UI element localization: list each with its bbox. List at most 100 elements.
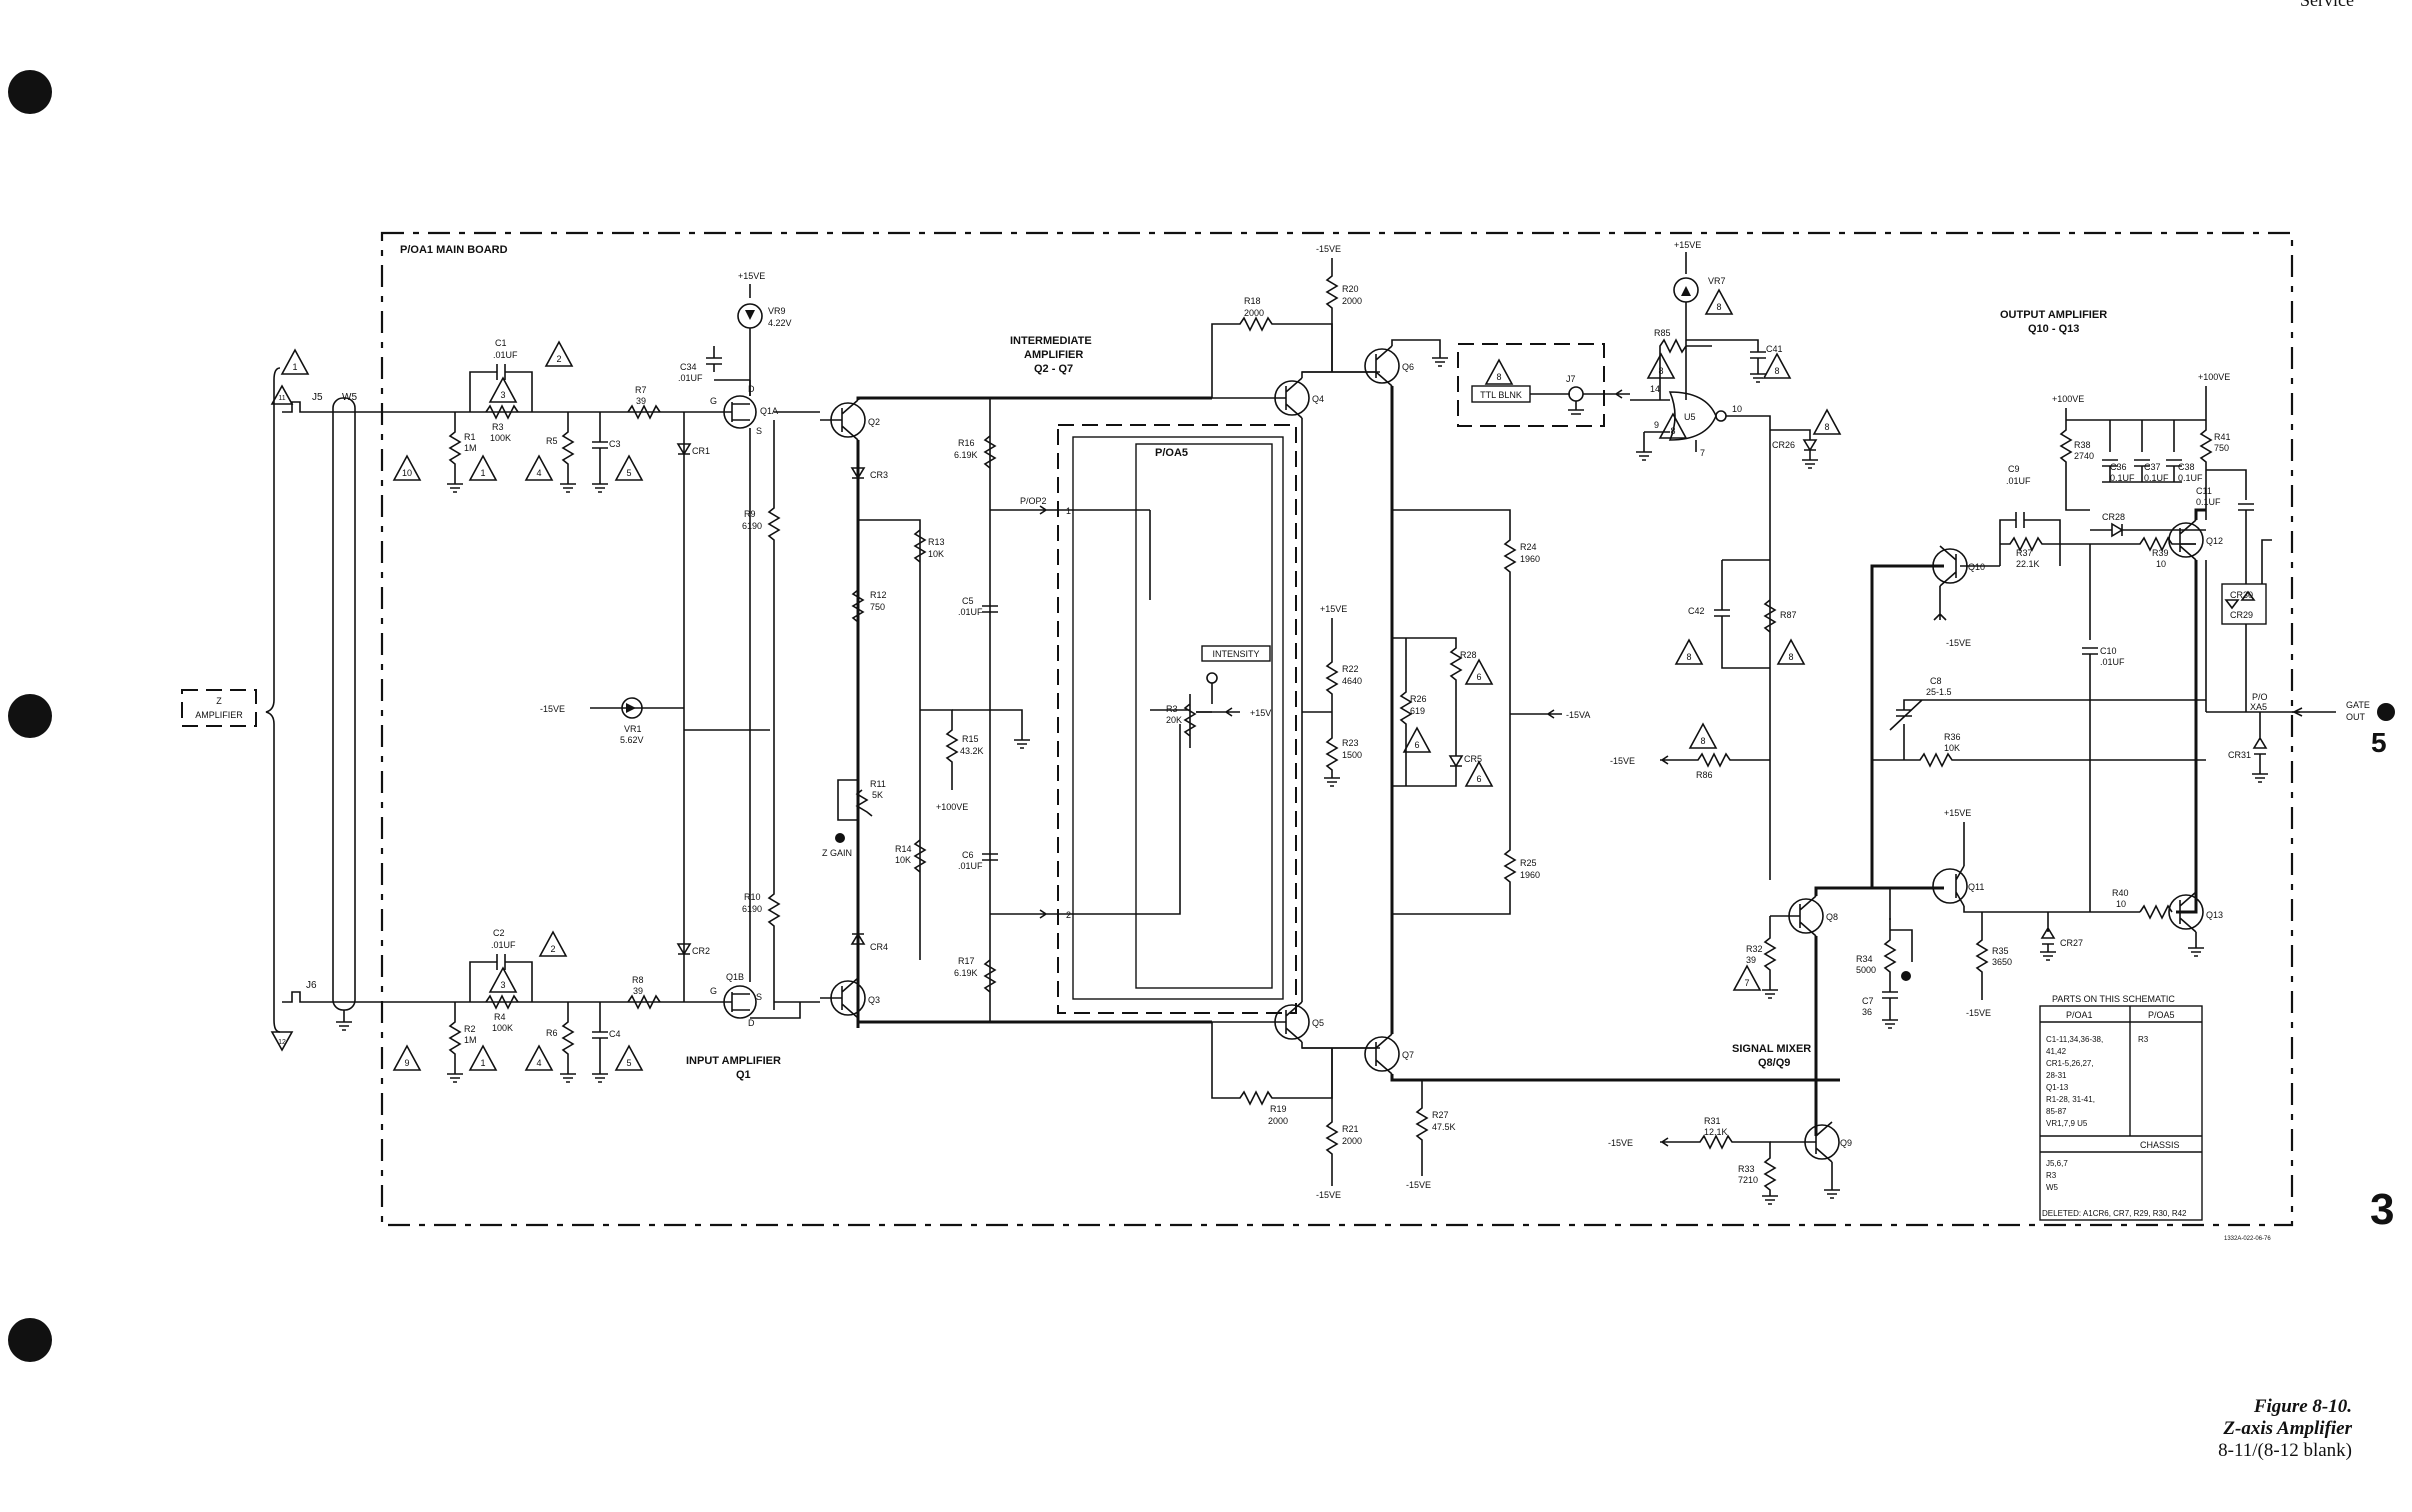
intensity-box xyxy=(1201,645,1271,662)
caption-pages: 8-11/(8-12 blank) xyxy=(2218,1440,2352,1461)
gate-out-label-2: OUT xyxy=(2346,712,2366,722)
c2-value: .01UF xyxy=(491,940,516,950)
r4-value: 100K xyxy=(492,1023,513,1033)
output-amp-label-1: OUTPUT AMPLIFIER xyxy=(2000,309,2107,321)
r21-resistor xyxy=(1325,1048,1339,1186)
z-amp-label-1: Z xyxy=(216,696,222,706)
svg-text:1: 1 xyxy=(480,468,485,478)
r40-label: R40 xyxy=(2112,888,2129,898)
note-5-a: 5 xyxy=(614,454,644,481)
r11-value: 5K xyxy=(872,790,883,800)
cr26-label: CR26 xyxy=(1772,440,1795,450)
r86-resistor xyxy=(1660,752,1770,768)
q1b-g: G xyxy=(710,986,717,996)
note-8-f: 8 xyxy=(1812,408,1842,435)
r17-resistor xyxy=(983,959,997,993)
note-3-a: 3 xyxy=(488,376,518,403)
chassis-line-3: W5 xyxy=(2046,1183,2059,1192)
intermediate-label-3: Q2 - Q7 xyxy=(1034,363,1073,375)
q12-transistor xyxy=(2168,522,2204,558)
r18-value: 2000 xyxy=(1244,308,1264,318)
z-amp-brace xyxy=(265,367,281,1033)
svg-text:11: 11 xyxy=(278,395,285,402)
parts-col1-line-7: 85-87 xyxy=(2046,1107,2067,1116)
r19-value: 2000 xyxy=(1268,1116,1288,1126)
note-3-b: 3 xyxy=(488,966,518,993)
q11-transistor xyxy=(1932,868,1968,904)
intensity-control-icon[interactable] xyxy=(1206,672,1218,684)
u5-pin10: 10 xyxy=(1732,404,1742,414)
j5-label: J5 xyxy=(312,392,323,403)
svg-text:12: 12 xyxy=(278,1039,286,1046)
q7-transistor xyxy=(1364,1036,1400,1072)
xa5-label-1: P/O xyxy=(2252,692,2268,702)
cr31-label: CR31 xyxy=(2228,750,2251,760)
r13-resistor xyxy=(913,529,927,563)
parts-col1-line-6: R1-28, 31-41, xyxy=(2046,1095,2095,1104)
c11-value: 0.1UF xyxy=(2196,497,2221,507)
parts-col1-line-4: 28-31 xyxy=(2046,1071,2067,1080)
r19-resistor xyxy=(1211,1022,1333,1106)
note-8-c: 8 xyxy=(1646,352,1676,379)
cr4-diode xyxy=(850,932,866,945)
u5-supply: +15VE xyxy=(1674,240,1701,250)
section-number-3: 3 xyxy=(2370,1185,2394,1234)
r18-resistor xyxy=(1211,316,1333,398)
svg-text:8: 8 xyxy=(1496,372,1501,382)
oa5-outer-box xyxy=(1057,424,1297,1014)
q7-label: Q7 xyxy=(1402,1050,1414,1060)
vr1-zener xyxy=(621,697,643,719)
vr1-supply: -15VE xyxy=(540,704,565,714)
r17-value: 6.19K xyxy=(954,968,978,978)
r22-label: R22 xyxy=(1342,664,1359,674)
svg-text:8: 8 xyxy=(1788,652,1793,662)
vr1-label: VR1 xyxy=(624,724,642,734)
cr31-diode xyxy=(2252,712,2268,783)
c4-capacitor xyxy=(592,1002,608,1074)
svg-text:8: 8 xyxy=(1686,652,1691,662)
q13-label: Q13 xyxy=(2206,910,2223,920)
q8-label: Q8 xyxy=(1826,912,1838,922)
c9-capacitor xyxy=(1999,512,2061,566)
section-number-5: 5 xyxy=(2371,727,2387,758)
parts-col1-line-2: 41,42 xyxy=(2046,1047,2067,1056)
r3-resistor xyxy=(485,404,519,420)
r7-label: R7 xyxy=(635,385,647,395)
r19-label: R19 xyxy=(1270,1104,1287,1114)
svg-text:8: 8 xyxy=(1700,736,1705,746)
q3-label: Q3 xyxy=(868,995,880,1005)
c7-capacitor xyxy=(1882,980,1898,1029)
r3-a5-value: 20K xyxy=(1166,715,1182,725)
note-8-h: 8 xyxy=(1776,638,1806,665)
svg-text:2: 2 xyxy=(556,354,561,364)
svg-text:6: 6 xyxy=(1414,740,1419,750)
c9-label: C9 xyxy=(2008,464,2020,474)
svg-text:6: 6 xyxy=(1476,672,1481,682)
intensity-label: INTENSITY xyxy=(1212,649,1259,659)
parts-col1-line-5: Q1-13 xyxy=(2046,1083,2069,1092)
svg-text:3: 3 xyxy=(500,980,505,990)
svg-text:4: 4 xyxy=(536,1058,541,1068)
u5-label: U5 xyxy=(1684,412,1696,422)
svg-text:8: 8 xyxy=(1670,426,1675,436)
q10-label: Q10 xyxy=(1968,562,1985,572)
r41-resistor xyxy=(2199,386,2213,520)
parts-table-col2: P/OA5 xyxy=(2148,1010,2175,1020)
z-gain-adjust-icon[interactable] xyxy=(835,833,845,843)
r9-value: 6190 xyxy=(742,521,762,531)
z-gain-label: Z GAIN xyxy=(822,848,852,858)
oa5-mid-box xyxy=(1072,436,1284,1000)
r34-adjust-icon[interactable] xyxy=(1901,971,1911,981)
c42-capacitor xyxy=(1714,559,1770,669)
parts-table-title: PARTS ON THIS SCHEMATIC xyxy=(2052,994,2175,1004)
z-amp-label-2: AMPLIFIER xyxy=(195,710,243,720)
r8-value: 39 xyxy=(633,986,643,996)
r35-resistor xyxy=(1975,912,1989,1000)
gate-out-marker xyxy=(2377,703,2395,721)
note-6-b: 6 xyxy=(1402,726,1432,753)
r5-resistor xyxy=(561,412,575,484)
r15-value: 43.2K xyxy=(960,746,984,756)
input-amp-label-1: INPUT AMPLIFIER xyxy=(686,1055,781,1067)
note-1-b: 1 xyxy=(468,454,498,481)
r34-value: 5000 xyxy=(1856,965,1876,975)
